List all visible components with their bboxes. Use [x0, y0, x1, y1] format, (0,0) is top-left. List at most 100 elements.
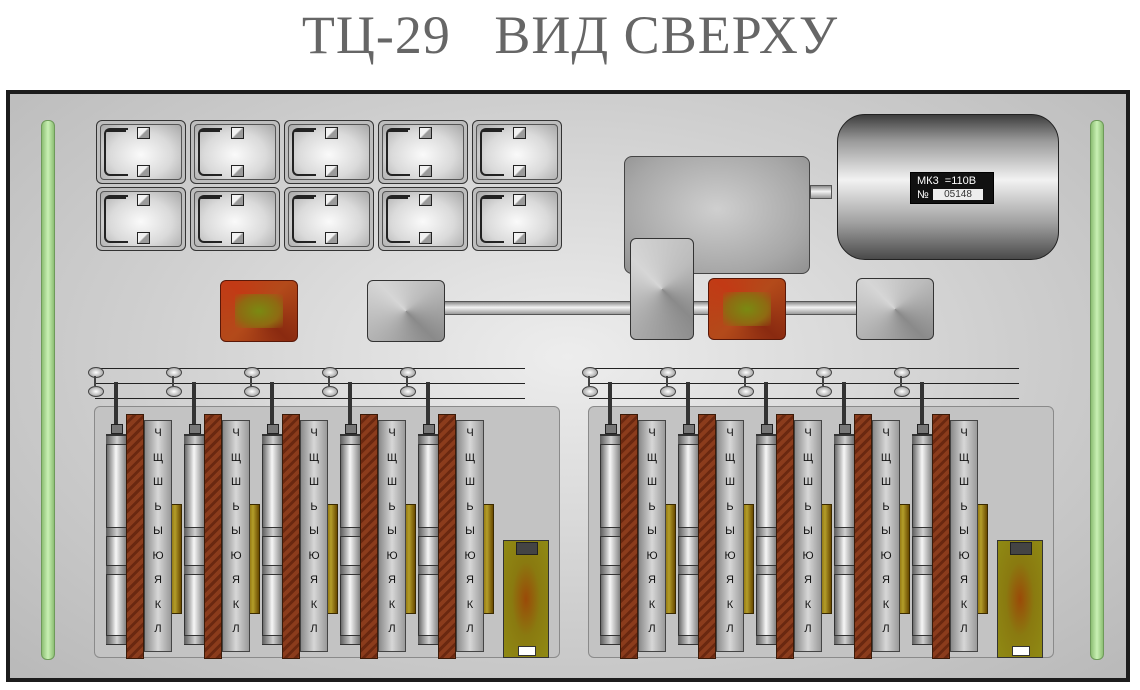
fuse-icon — [96, 187, 186, 251]
relay-coil — [503, 540, 549, 658]
strip-letter: Я — [960, 574, 968, 586]
strip-letter: Я — [726, 574, 734, 586]
contact-spring-icon — [582, 366, 707, 402]
strip-letter: Ы — [309, 525, 319, 537]
strip-letter: Ш — [386, 476, 398, 488]
bearing-block-left — [367, 280, 445, 342]
strip-letter: К — [960, 598, 968, 611]
strip-letter: К — [154, 598, 162, 611]
strip-letter: Ю — [464, 549, 476, 562]
strip-letter: Ш — [646, 476, 658, 488]
strip-letter: Ш — [724, 476, 736, 488]
strip-letter: Л — [154, 623, 162, 635]
strip-letter: Ы — [647, 525, 657, 537]
relay-coil — [997, 540, 1043, 658]
strip-letter: Ь — [154, 500, 162, 513]
strip-letter: Я — [232, 574, 240, 586]
strip-letter: Ч — [388, 427, 396, 439]
bearing-block-right — [856, 278, 934, 340]
cylinder-drum-icon — [184, 434, 206, 645]
strip-letter: К — [388, 598, 396, 611]
strip-letter: Щ — [646, 451, 658, 464]
strip-letter: Ч — [882, 427, 890, 439]
red-coupling-right — [708, 278, 786, 340]
fuse-icon — [378, 120, 468, 184]
strip-letter: Щ — [152, 451, 164, 464]
brush-bar — [854, 414, 872, 659]
contact-spring-icon — [166, 366, 291, 402]
contact-lever — [605, 382, 617, 434]
contact-lever — [267, 382, 279, 434]
strip-letter: Ч — [960, 427, 968, 439]
brush-bar — [932, 414, 950, 659]
brush-bar — [282, 414, 300, 659]
contact-spring-icon — [894, 366, 1019, 402]
strip-letter: Я — [882, 574, 890, 586]
strip-letter: Ь — [648, 500, 656, 513]
brush-bar — [776, 414, 794, 659]
contact-lever — [917, 382, 929, 434]
strip-letter: Л — [648, 623, 656, 635]
strip-letter: Щ — [880, 451, 892, 464]
brush-bar — [698, 414, 716, 659]
strip-letter: Л — [882, 623, 890, 635]
contact-lever — [683, 382, 695, 434]
strip-letter: Ь — [726, 500, 734, 513]
strip-letter: Ш — [802, 476, 814, 488]
strip-letter: К — [232, 598, 240, 611]
strip-letter: К — [648, 598, 656, 611]
fuse-icon — [96, 120, 186, 184]
strip-letter: К — [310, 598, 318, 611]
strip-letter: Ы — [387, 525, 397, 537]
strip-letter: Ь — [882, 500, 890, 513]
contact-spring-icon — [660, 366, 785, 402]
contact-spring-icon — [244, 366, 369, 402]
strip-letter: Ч — [726, 427, 734, 439]
page-title: ТЦ-29 ВИД СВЕРХУ — [301, 5, 839, 65]
strip-letter: Ы — [881, 525, 891, 537]
strip-letter: Ы — [959, 525, 969, 537]
brush-bar — [204, 414, 222, 659]
strip-letter: Щ — [802, 451, 814, 464]
fuse-icon — [378, 187, 468, 251]
strip-letter: Ю — [308, 549, 320, 562]
cylinder-drum-icon — [106, 434, 128, 645]
cylinder-drum-icon — [600, 434, 622, 645]
cylinder-drum-icon — [756, 434, 778, 645]
gear-reducer — [630, 238, 694, 340]
contact-spring-icon — [88, 366, 213, 402]
strip-letter: Ь — [388, 500, 396, 513]
motor-shaft — [810, 185, 832, 199]
motor-number-prefix: № — [917, 189, 929, 201]
strip-letter: Ы — [465, 525, 475, 537]
strip-letter: Л — [466, 623, 474, 635]
contact-lever — [761, 382, 773, 434]
strip-letter: Я — [804, 574, 812, 586]
strip-letter: Ш — [230, 476, 242, 488]
strip-letter: Ю — [880, 549, 892, 562]
strip-letter: Ю — [152, 549, 164, 562]
fuse-icon — [190, 120, 280, 184]
strip-letter: Ш — [880, 476, 892, 488]
strip-letter: Щ — [958, 451, 970, 464]
strip-letter: Я — [466, 574, 474, 586]
strip-letter: Я — [388, 574, 396, 586]
contact-lever — [423, 382, 435, 434]
contact-spring-icon — [738, 366, 863, 402]
strip-letter: Ю — [230, 549, 242, 562]
cylinder-drum-icon — [912, 434, 934, 645]
fuse-icon — [190, 187, 280, 251]
contact-spring-icon — [322, 366, 447, 402]
strip-letter: Ю — [958, 549, 970, 562]
brush-bar — [620, 414, 638, 659]
cylinder-drum-icon — [418, 434, 440, 645]
strip-letter: Ч — [154, 427, 162, 439]
strip-letter: К — [804, 598, 812, 611]
